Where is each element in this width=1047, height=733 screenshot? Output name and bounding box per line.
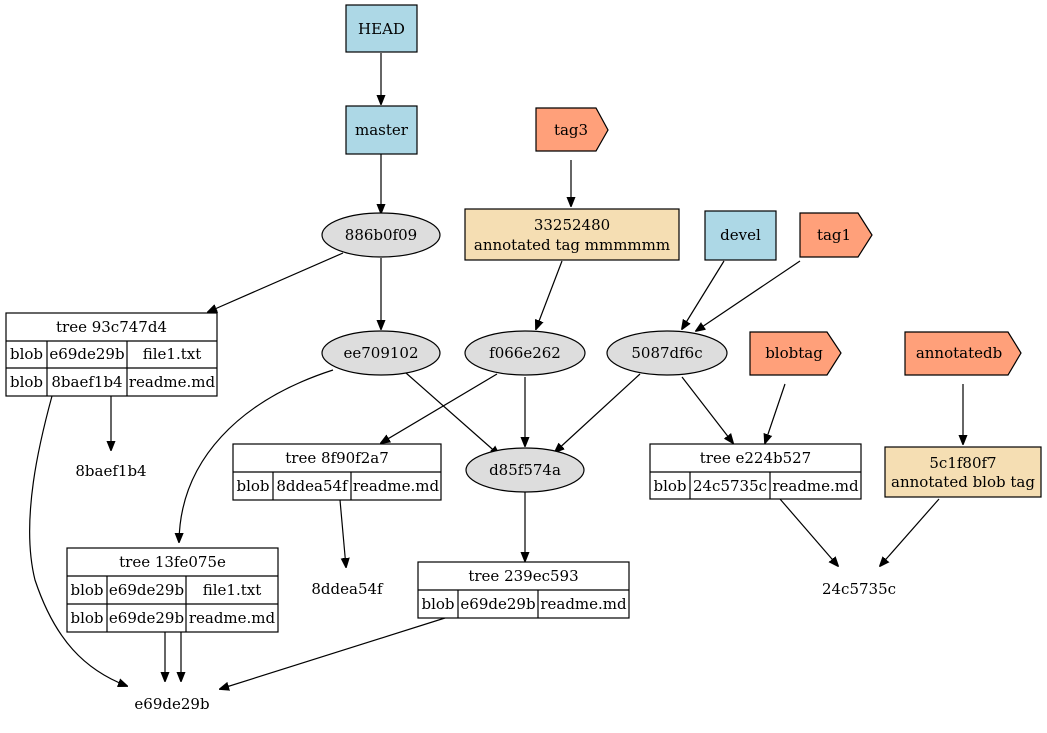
- tree-entry-hash: e69de29b: [460, 595, 535, 613]
- tree-entry-type: blob: [653, 477, 686, 495]
- edge-blobtag-treee22: [765, 383, 786, 443]
- tag-blobtag[interactable]: blobtag: [749, 331, 842, 376]
- commit-ellipse: [321, 330, 441, 376]
- tag-tag3-label: tag3: [554, 121, 588, 139]
- tree-title: tree 8f90f2a7: [285, 449, 388, 467]
- commit-label: d85f574a: [489, 461, 561, 479]
- tree-title: tree e224b527: [700, 449, 811, 467]
- tree-93c747d4[interactable]: tree 93c747d4 blob e69de29b file1.txt bl…: [5, 312, 218, 397]
- tree-entry-name: readme.md: [772, 477, 859, 495]
- commit-label: f066e262: [489, 344, 561, 362]
- blob-e69de29b[interactable]: e69de29b: [134, 695, 209, 713]
- tree-title: tree 13fe075e: [119, 553, 226, 571]
- annotated-blob-tag-5c1f80f7[interactable]: 5c1f80f7 annotated blob tag: [884, 446, 1042, 498]
- tree-entry-type: blob: [10, 345, 43, 363]
- tag-tag1-label: tag1: [817, 226, 851, 244]
- commit-ellipse: [606, 330, 728, 376]
- commit-886b0f09[interactable]: 886b0f09: [321, 212, 441, 258]
- tree-8f90f2a7[interactable]: tree 8f90f2a7 blob 8ddea54f readme.md: [232, 443, 442, 501]
- tree-entry-hash: e69de29b: [109, 581, 184, 599]
- annotated-tag-label: annotated tag mmmmmm: [474, 236, 670, 254]
- edge-ee709102-d85f574a: [405, 372, 499, 455]
- tree-entry-hash: 8baef1b4: [51, 373, 122, 391]
- ref-head-label: HEAD: [358, 20, 405, 38]
- tree-frame: [66, 547, 279, 633]
- ref-head[interactable]: HEAD: [345, 4, 418, 53]
- tree-entry-hash: e69de29b: [109, 609, 184, 627]
- annotated-blob-tag-box: [884, 446, 1042, 498]
- ref-devel[interactable]: devel: [704, 210, 777, 261]
- commit-ee709102[interactable]: ee709102: [321, 330, 441, 376]
- tree-13fe075e[interactable]: tree 13fe075e blob e69de29b file1.txt bl…: [66, 547, 279, 633]
- commit-d85f574a[interactable]: d85f574a: [465, 447, 585, 493]
- tag-annotatedb-label: annotatedb: [916, 344, 1002, 362]
- tree-entry-name: readme.md: [540, 595, 627, 613]
- blob-8ddea54f[interactable]: 8ddea54f: [311, 580, 384, 598]
- edge-5087df6c-d85f574a: [555, 373, 641, 452]
- tree-title: tree 93c747d4: [56, 318, 167, 336]
- edge-5087df6c-treee22: [681, 376, 733, 443]
- tree-entry-name: readme.md: [189, 609, 276, 627]
- edge-treee22-24c5735c: [779, 498, 838, 566]
- ref-devel-label: devel: [720, 226, 761, 244]
- tag-tag1[interactable]: tag1: [799, 212, 873, 258]
- tree-239ec593[interactable]: tree 239ec593 blob e69de29b readme.md: [417, 561, 630, 619]
- ref-master-label: master: [355, 121, 409, 139]
- tree-entry-name: readme.md: [129, 373, 216, 391]
- edge-tag1-5087df6c: [696, 260, 801, 331]
- tag-annotatedb-shape: [904, 331, 1022, 376]
- tag-annotatedb[interactable]: annotatedb: [904, 331, 1022, 376]
- tag-tag1-shape: [799, 212, 873, 258]
- tree-entry-type: blob: [421, 595, 454, 613]
- tag-tag3-shape: [535, 107, 609, 152]
- tree-entry-name: file1.txt: [143, 345, 202, 363]
- commit-f066e262[interactable]: f066e262: [464, 330, 586, 376]
- edges: [29, 53, 963, 689]
- annotated-tag-33252480[interactable]: 33252480 annotated tag mmmmmm: [464, 208, 680, 261]
- edge-ee709102-tree13f: [179, 369, 334, 542]
- ref-master[interactable]: master: [345, 105, 418, 155]
- edge-devel-5087df6c: [682, 260, 725, 329]
- blob-8baef1b4[interactable]: 8baef1b4: [75, 462, 146, 480]
- ref-devel-box: [704, 210, 777, 261]
- edge-annotated-f066e262: [536, 260, 563, 329]
- commit-label: 886b0f09: [345, 226, 417, 244]
- annotated-blob-tag-hash: 5c1f80f7: [929, 454, 996, 472]
- tree-entry-hash: 24c5735c: [693, 477, 767, 495]
- commit-ellipse: [321, 212, 441, 258]
- commit-label: 5087df6c: [631, 344, 702, 362]
- tree-entry-type: blob: [70, 581, 103, 599]
- tree-entry-hash: 8ddea54f: [276, 477, 349, 495]
- edge-annotatedblob-24c5735c: [880, 498, 940, 566]
- tree-entry-name: file1.txt: [203, 581, 262, 599]
- tree-entry-type: blob: [236, 477, 269, 495]
- commit-ellipse: [464, 330, 586, 376]
- tag-blobtag-shape: [749, 331, 842, 376]
- annotated-blob-tag-label: annotated blob tag: [891, 473, 1035, 491]
- edge-886b0f09-tree93c: [208, 252, 344, 312]
- ref-head-box: [345, 4, 418, 53]
- edge-f066e262-tree8f9: [381, 373, 498, 443]
- tree-entry-type: blob: [10, 373, 43, 391]
- tag-tag3[interactable]: tag3: [535, 107, 609, 152]
- tree-entry-hash: e69de29b: [49, 345, 124, 363]
- tree-entry-name: readme.md: [353, 477, 440, 495]
- blob-24c5735c[interactable]: 24c5735c: [822, 580, 896, 598]
- tree-frame: [5, 312, 218, 397]
- tree-title: tree 239ec593: [468, 567, 578, 585]
- annotated-tag-hash: 33252480: [534, 216, 610, 234]
- tree-e224b527[interactable]: tree e224b527 blob 24c5735c readme.md: [649, 443, 862, 500]
- commit-ellipse: [465, 447, 585, 493]
- edge-tree239-e69de29b: [220, 617, 446, 689]
- tag-blobtag-label: blobtag: [765, 344, 823, 362]
- commit-label: ee709102: [343, 344, 418, 362]
- annotated-tag-box: [464, 208, 680, 261]
- tree-entry-type: blob: [70, 609, 103, 627]
- ref-master-box: [345, 105, 418, 155]
- edge-tree8f9-8ddea54f: [339, 499, 346, 567]
- commit-5087df6c[interactable]: 5087df6c: [606, 330, 728, 376]
- edge-tree93c-e69de29b: [29, 395, 127, 686]
